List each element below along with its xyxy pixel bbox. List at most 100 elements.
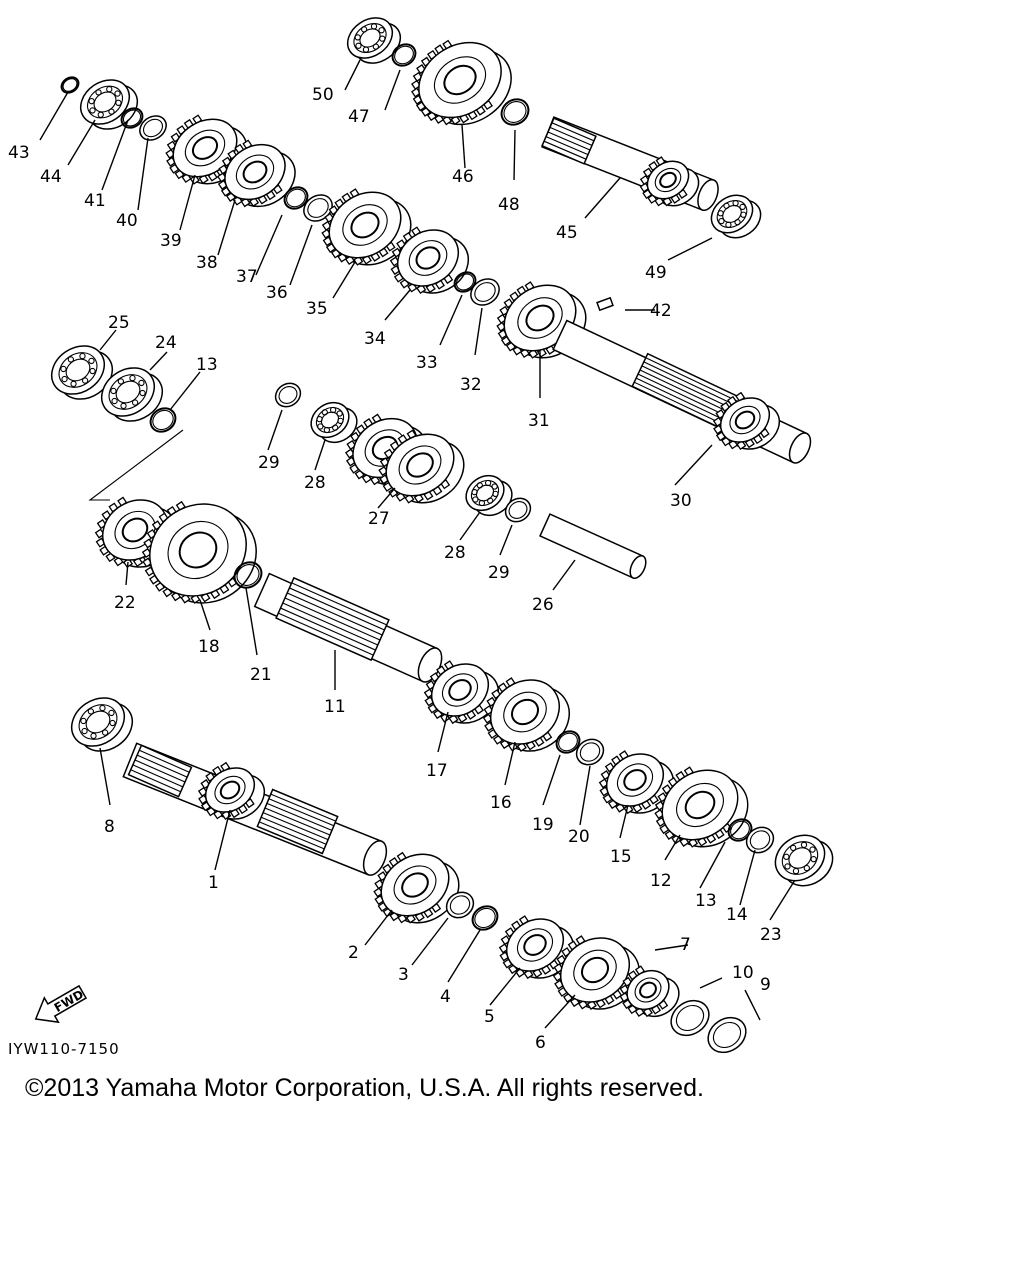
leader-line bbox=[437, 711, 449, 753]
leader-line bbox=[542, 754, 561, 806]
shaft-26 bbox=[539, 513, 647, 580]
leader-line bbox=[411, 917, 449, 966]
leader-line bbox=[489, 967, 521, 1006]
leader-line bbox=[499, 524, 513, 556]
leader-line bbox=[552, 559, 576, 591]
circlip-41 bbox=[120, 107, 144, 129]
gear-16 bbox=[482, 677, 570, 752]
gear-34 bbox=[389, 226, 470, 295]
leader-line bbox=[674, 444, 713, 486]
leader-line bbox=[99, 329, 117, 351]
washer-29-upper bbox=[274, 382, 302, 408]
part-label-42: 42 bbox=[650, 301, 672, 321]
leader-line bbox=[332, 261, 356, 299]
leader-line bbox=[245, 587, 258, 656]
leader-line bbox=[459, 511, 481, 541]
part-label-14: 14 bbox=[726, 905, 748, 925]
washer-14 bbox=[745, 826, 775, 854]
countershaft-11-splines bbox=[275, 576, 390, 662]
leader-line bbox=[579, 765, 591, 826]
leader-line bbox=[584, 177, 621, 219]
part-label-1: 1 bbox=[208, 873, 219, 893]
part-label-25: 25 bbox=[108, 313, 130, 333]
leader-line bbox=[513, 129, 516, 181]
part-label-3: 3 bbox=[398, 965, 409, 985]
washer-3 bbox=[445, 891, 475, 919]
leader-line bbox=[39, 91, 69, 141]
part-label-48: 48 bbox=[498, 195, 520, 215]
gear-5 bbox=[498, 915, 575, 980]
part-label-38: 38 bbox=[196, 253, 218, 273]
bearing-50 bbox=[346, 17, 402, 64]
leader-line bbox=[619, 804, 629, 839]
part-labels: 5047464845494344414039383736353433323142… bbox=[8, 85, 782, 1053]
part-label-27: 27 bbox=[368, 509, 390, 529]
part-label-34: 34 bbox=[364, 329, 386, 349]
part-label-24: 24 bbox=[155, 333, 177, 353]
part-label-29: 29 bbox=[258, 453, 280, 473]
part-label-20: 20 bbox=[568, 827, 590, 847]
fwd-arrow-icon: FWD bbox=[34, 984, 88, 1024]
part-label-40: 40 bbox=[116, 211, 138, 231]
key-42 bbox=[596, 296, 614, 312]
part-label-39: 39 bbox=[160, 231, 182, 251]
leader-line bbox=[99, 747, 111, 806]
leader-line bbox=[664, 834, 681, 861]
leader-line bbox=[739, 849, 756, 906]
collar-10 bbox=[670, 999, 710, 1037]
leader-line bbox=[169, 371, 201, 411]
bearing-24 bbox=[100, 367, 164, 422]
leader-line bbox=[199, 599, 211, 631]
part-label-33: 33 bbox=[416, 353, 438, 373]
bearing-23 bbox=[774, 834, 834, 887]
leader-line bbox=[267, 409, 283, 451]
main-shaft-1-splines-right bbox=[256, 788, 339, 855]
leader-line bbox=[364, 909, 393, 946]
circlip-13-upper bbox=[149, 407, 177, 433]
needle-bearing-28-upper bbox=[310, 401, 358, 444]
part-label-11: 11 bbox=[324, 697, 346, 717]
needle-bearing-28-lower bbox=[465, 474, 513, 517]
leader-line bbox=[214, 809, 231, 871]
part-label-22: 22 bbox=[114, 593, 136, 613]
part-label-35: 35 bbox=[306, 299, 328, 319]
part-label-15: 15 bbox=[610, 847, 632, 867]
washer-32 bbox=[470, 278, 500, 306]
part-label-4: 4 bbox=[440, 987, 451, 1007]
axle-45-gear bbox=[639, 156, 700, 207]
leader-line bbox=[217, 199, 236, 256]
leader-line bbox=[699, 841, 726, 889]
axle-45-splines-left bbox=[541, 117, 597, 165]
part-label-47: 47 bbox=[348, 107, 370, 127]
part-label-28: 28 bbox=[304, 473, 326, 493]
leader-line bbox=[125, 561, 129, 586]
main-shaft-1-splines-left bbox=[127, 744, 193, 798]
bearing-8 bbox=[70, 697, 134, 752]
part-label-12: 12 bbox=[650, 871, 672, 891]
gear-15 bbox=[598, 750, 675, 815]
bearing-49 bbox=[710, 194, 762, 239]
leader-line bbox=[439, 294, 463, 346]
leader-line bbox=[769, 879, 796, 921]
part-label-26: 26 bbox=[532, 595, 554, 615]
gear-27b bbox=[378, 429, 465, 504]
circlip-43 bbox=[60, 76, 80, 94]
part-label-41: 41 bbox=[84, 191, 106, 211]
diagram-parts bbox=[50, 17, 834, 1054]
part-label-7: 7 bbox=[680, 935, 691, 955]
circlip-37 bbox=[283, 186, 309, 210]
gear-35 bbox=[321, 188, 412, 266]
leader-line bbox=[654, 944, 689, 951]
seal-9 bbox=[707, 1016, 747, 1054]
part-label-50: 50 bbox=[312, 85, 334, 105]
part-label-2: 2 bbox=[348, 943, 359, 963]
leader-line bbox=[101, 119, 129, 191]
part-label-6: 6 bbox=[535, 1033, 546, 1053]
leader-line bbox=[179, 174, 196, 231]
gear-7 bbox=[619, 965, 680, 1018]
washer-29-lower bbox=[504, 497, 532, 523]
gear-6 bbox=[552, 935, 640, 1010]
leader-line bbox=[67, 119, 96, 166]
part-label-46: 46 bbox=[452, 167, 474, 187]
leader-line bbox=[314, 439, 326, 471]
